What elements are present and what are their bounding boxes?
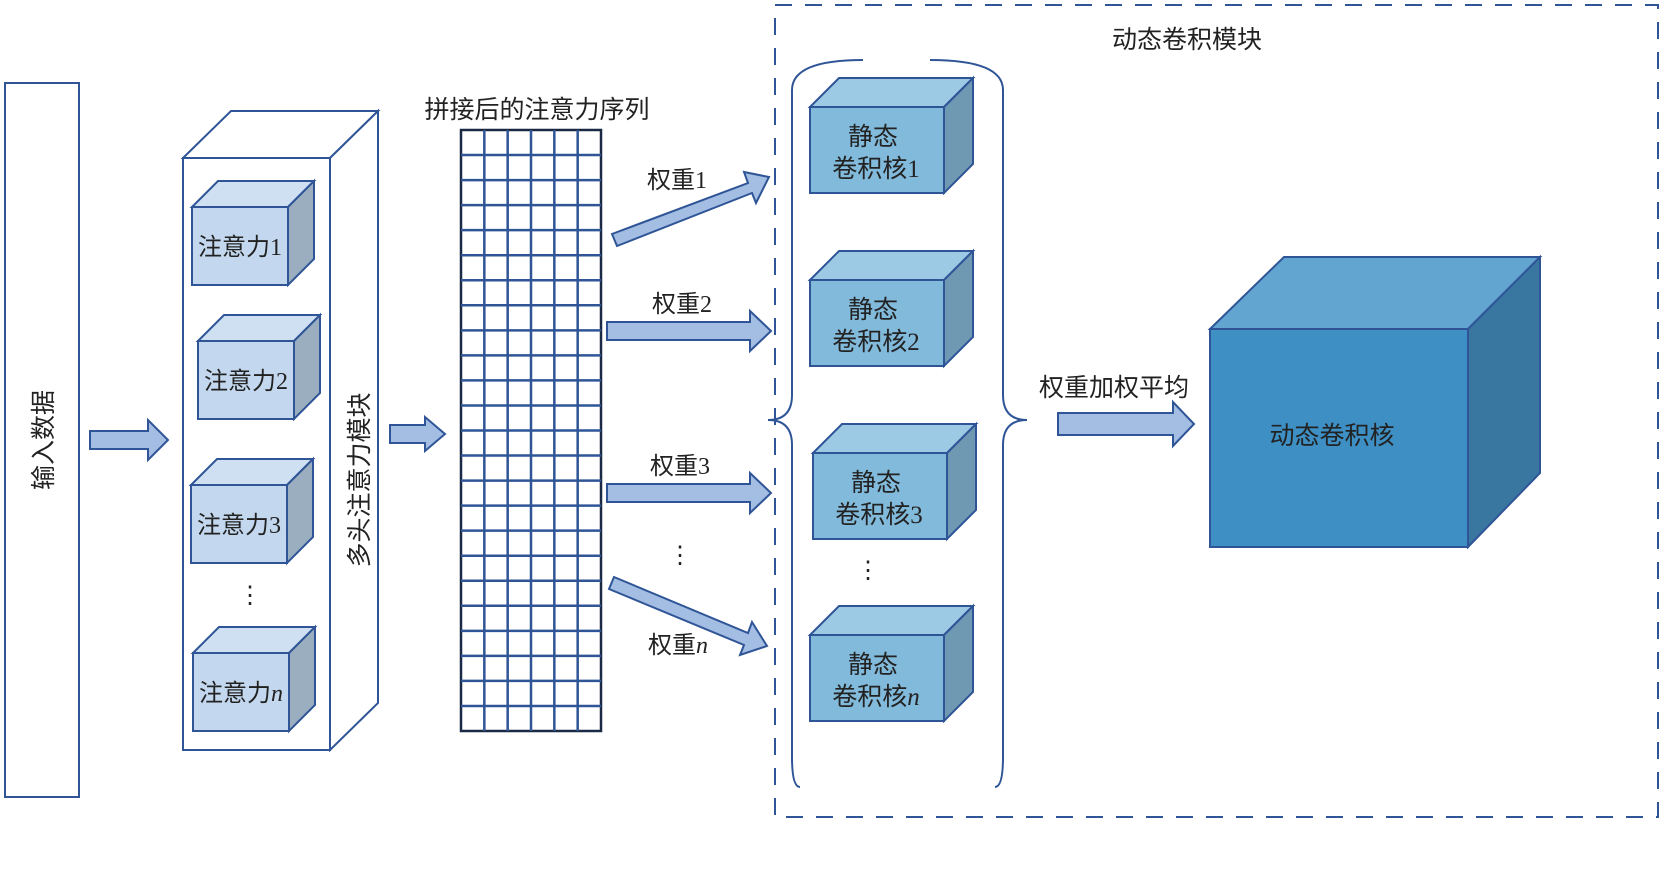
multi-head-module-label: 多头注意力模块 [345, 392, 374, 567]
static-kernel-line2: 卷积核2 [832, 327, 920, 356]
kernels-ellipsis: ⋮ [856, 556, 880, 584]
input-data-block: 输入数据 [4, 82, 80, 798]
dynamic-conv-module-title: 动态卷积模块 [1112, 25, 1262, 54]
sequence-label: 拼接后的注意力序列 [424, 95, 649, 124]
weight-arrow-n [607, 575, 769, 657]
dynamic-kernel-label: 动态卷积核 [1269, 421, 1394, 450]
dynamic-kernel-cube: 动态卷积核 [1207, 254, 1543, 550]
attention-head-label: 注意力1 [198, 233, 282, 261]
weight-arrow-3 [606, 470, 773, 516]
attention-head-1: 注意力1 [189, 178, 317, 288]
static-kernel-line1: 静态 [848, 295, 898, 324]
right-brace [929, 59, 1028, 788]
aggregate-label: 权重加权平均 [1039, 373, 1189, 402]
weight-label-2: 权重2 [652, 290, 712, 318]
static-kernel-line2: 卷积核n [832, 682, 920, 711]
static-kernel-line1: 静态 [851, 468, 901, 497]
attention-head-label: 注意力n [199, 679, 283, 707]
weight-label-3: 权重3 [650, 452, 710, 480]
attention-head-label: 注意力2 [204, 367, 288, 395]
weight-arrow-2 [606, 308, 773, 354]
weight-label-1: 权重1 [647, 166, 707, 194]
weight-label-n: 权重n [648, 631, 708, 659]
static-kernel-line1: 静态 [848, 122, 898, 151]
attention-head-label: 注意力3 [197, 511, 281, 539]
static-kernel-line2: 卷积核3 [835, 500, 923, 529]
weights-ellipsis: ⋮ [668, 541, 692, 569]
arrow-aggregate [1057, 399, 1196, 449]
dynamic-conv-module-border [774, 4, 1659, 818]
arrow-attention-to-sequence [389, 414, 447, 454]
left-brace [767, 59, 864, 788]
weight-arrows [606, 170, 773, 657]
weight-labels: 权重1 权重2 权重3 权重n [647, 166, 712, 659]
attention-head-2: 注意力2 [195, 312, 323, 422]
heads-ellipsis: ⋮ [238, 581, 262, 609]
static-kernel-line2: 卷积核1 [832, 154, 920, 183]
weight-arrow-1 [610, 170, 771, 248]
attention-sequence-grid [459, 128, 603, 733]
attention-heads: 注意力1 注意力2 注意力3 注意力n [188, 178, 323, 734]
arrow-input-to-attention [89, 417, 170, 463]
attention-head-n: 注意力n [190, 624, 318, 734]
static-kernel-line1: 静态 [848, 650, 898, 679]
input-data-label: 输入数据 [29, 390, 58, 490]
attention-head-3: 注意力3 [188, 456, 316, 566]
